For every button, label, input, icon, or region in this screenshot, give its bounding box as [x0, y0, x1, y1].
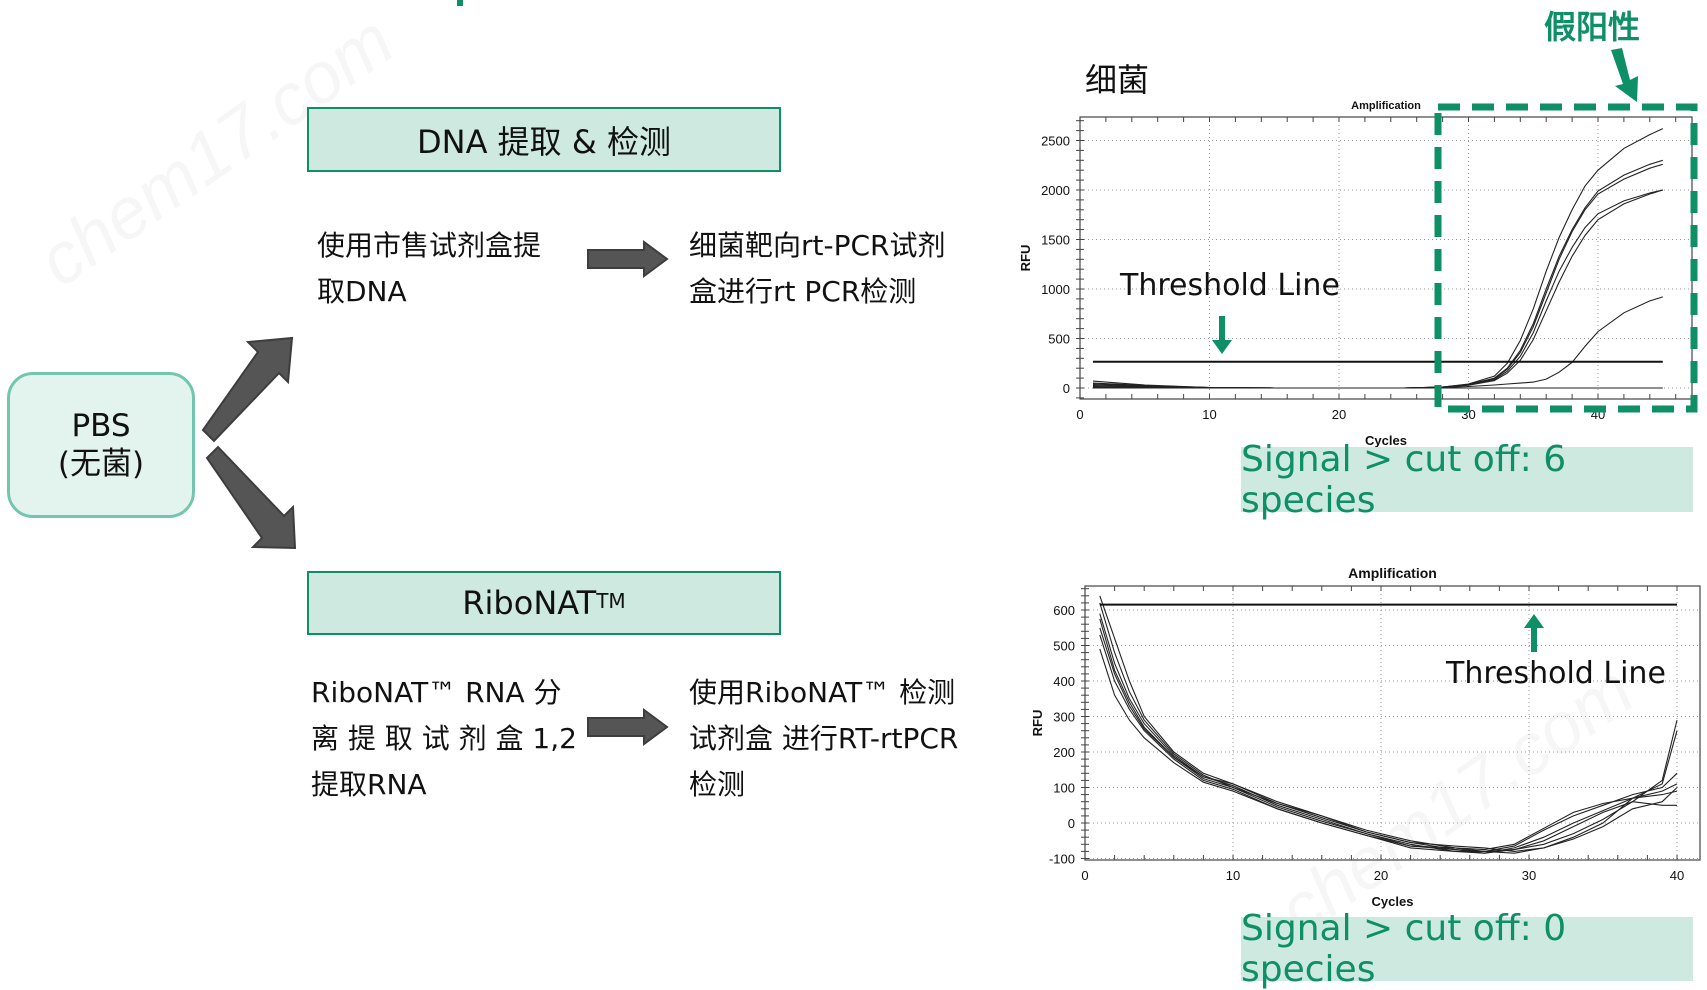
ribonat-step2: 使用RiboNAT™ 检测 试剂盒 进行RT-rtPCR 检测	[689, 670, 958, 808]
svg-text:0: 0	[1081, 868, 1088, 883]
ribonat-step1: RiboNAT™ RNA 分 离 提 取 试 剂 盒 1,2 提取RNA	[311, 670, 577, 808]
svg-text:0: 0	[1076, 407, 1083, 422]
threshold-line-label: Threshold Line	[1446, 656, 1666, 691]
arrow-right-icon	[587, 708, 669, 746]
svg-text:RFU: RFU	[1030, 710, 1045, 737]
threshold-arrow-down-icon	[1212, 316, 1232, 354]
svg-text:1000: 1000	[1041, 282, 1070, 297]
svg-text:0: 0	[1068, 816, 1075, 831]
threshold-line-label: Threshold Line	[1120, 268, 1340, 303]
svg-text:Amplification: Amplification	[1351, 100, 1421, 112]
svg-text:500: 500	[1053, 639, 1075, 654]
ribonat-step1-line1: RiboNAT™ RNA 分	[311, 676, 562, 709]
svg-text:500: 500	[1048, 332, 1070, 347]
dna-step2: 细菌靶向rt-PCR试剂 盒进行rt PCR检测	[689, 223, 946, 315]
svg-text:2000: 2000	[1041, 183, 1070, 198]
top-edge-mark	[457, 0, 463, 6]
amplification-chart-ribonat: Amplification 0 10 20 30 40 -100 0 100 200 300 400 5…	[1030, 565, 1701, 909]
dna-step2-line1: 细菌靶向rt-PCR试剂	[689, 229, 946, 262]
dna-extraction-header: DNA 提取 & 检测	[307, 107, 781, 172]
signal-result-text: Signal > cut off: 6 species	[1241, 438, 1567, 521]
svg-text:300: 300	[1053, 710, 1075, 725]
pbs-label: PBS	[71, 408, 131, 444]
ribonat-step1-line3: 提取RNA	[311, 768, 427, 801]
false-positive-arrow-icon	[1611, 48, 1638, 102]
signal-result-text: Signal > cut off: 0 species	[1241, 908, 1567, 990]
branch-arrows	[201, 336, 297, 550]
signal-result-ribonat: Signal > cut off: 0 species	[1241, 908, 1693, 990]
svg-text:-100: -100	[1049, 852, 1075, 867]
ribonat-step2-line2: 试剂盒 进行RT-rtPCR	[689, 722, 959, 755]
signal-result-bacteria: Signal > cut off: 6 species	[1241, 439, 1693, 521]
dna-step1: 使用市售试剂盒提 取DNA	[317, 223, 541, 315]
svg-text:20: 20	[1374, 868, 1388, 883]
svg-text:Cycles: Cycles	[1372, 894, 1414, 909]
arrow-right-icon	[587, 240, 669, 278]
dna-header-text: DNA 提取 & 检测	[417, 122, 671, 161]
svg-text:1500: 1500	[1041, 233, 1070, 248]
false-positive-region-box	[1434, 103, 1698, 413]
svg-text:10: 10	[1202, 407, 1216, 422]
pbs-source-box: PBS (无菌)	[7, 372, 195, 518]
svg-text:200: 200	[1053, 745, 1075, 760]
false-positive-label: 假阳性	[1544, 8, 1641, 46]
svg-text:100: 100	[1053, 781, 1075, 796]
pbs-sterile-label: (无菌)	[57, 446, 145, 482]
ribonat-step1-line2: 离 提 取 试 剂 盒 1,2	[311, 722, 577, 755]
svg-text:20: 20	[1332, 407, 1346, 422]
arrow-up-right-icon	[201, 336, 294, 443]
trademark-sup: TM	[596, 589, 626, 613]
svg-text:Cycles: Cycles	[1365, 433, 1407, 448]
ribonat-step2-line1: 使用RiboNAT™ 检测	[689, 676, 956, 709]
svg-text:600: 600	[1053, 603, 1075, 618]
dna-step1-line1: 使用市售试剂盒提	[317, 229, 542, 262]
arrow-down-right-icon	[205, 445, 297, 550]
ribonat-header-text: RiboNAT	[462, 584, 597, 622]
ribonat-step2-line3: 检测	[689, 768, 746, 801]
svg-text:40: 40	[1670, 868, 1684, 883]
bacteria-panel-label: 细菌	[1085, 61, 1150, 99]
svg-text:Amplification: Amplification	[1348, 565, 1437, 581]
svg-text:0: 0	[1063, 381, 1070, 396]
svg-text:10: 10	[1226, 868, 1240, 883]
svg-text:30: 30	[1522, 868, 1536, 883]
dna-step2-line2: 盒进行rt PCR检测	[689, 275, 917, 308]
threshold-arrow-up-icon	[1524, 614, 1544, 652]
svg-text:RFU: RFU	[1018, 245, 1033, 272]
dna-step1-line2: 取DNA	[317, 275, 407, 308]
svg-text:400: 400	[1053, 674, 1075, 689]
svg-text:2500: 2500	[1041, 134, 1070, 149]
